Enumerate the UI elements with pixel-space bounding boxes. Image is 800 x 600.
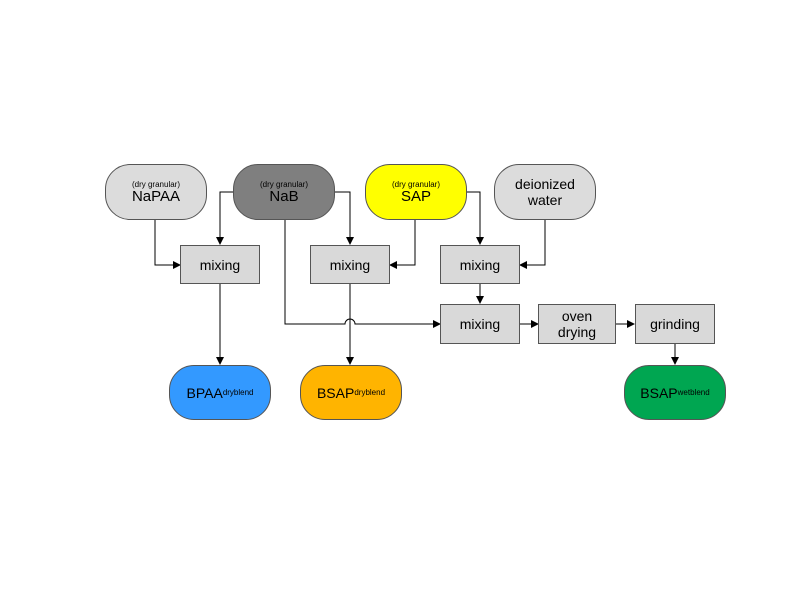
water-line1: deionized [515,176,575,192]
process-grinding: grinding [635,304,715,344]
process-mixing-2: mixing [310,245,390,284]
mixing-1-label: mixing [199,256,241,273]
arrow-sap-to-mixing3 [467,191,484,245]
bsap-wet-main: BSAP [640,384,678,401]
arrow-nab-to-mixing1 [216,191,233,245]
bsap-wet-sub: wetblend [677,388,710,397]
input-napaa: (dry granular) NaPAA [105,164,207,220]
oven-line1: oven [561,308,593,324]
process-mixing-1: mixing [180,245,260,284]
process-mixing-4: mixing [440,304,520,344]
bsap-dry-main: BSAP [316,384,355,401]
sap-label: SAP [400,187,431,205]
input-deionized-water: deionized water [494,164,596,220]
input-sap: (dry granular) SAP [365,164,467,220]
bpaa-main: BPAA [186,384,223,401]
oven-line2: drying [557,324,597,340]
water-line2: water [527,192,563,208]
bpaa-sub: dryblend [222,388,254,397]
mixing-2-label: mixing [329,256,371,273]
process-mixing-3: mixing [440,245,520,284]
sap-qualifier: (dry granular) [391,179,440,189]
nab-qualifier: (dry granular) [259,179,308,189]
input-nab: (dry granular) NaB [233,164,335,220]
arrow-water-to-mixing3 [519,220,546,269]
nab-label: NaB [269,187,299,205]
bsap-dry-sub: dryblend [354,388,386,397]
arrow-sap-to-mixing2 [389,220,416,269]
process-oven-drying: oven drying [538,304,616,344]
arrow-nab-to-mixing2 [335,191,354,245]
napaa-qualifier: (dry granular) [131,179,180,189]
napaa-label: NaPAA [131,187,181,205]
grinding-label: grinding [650,316,700,332]
mixing-3-label: mixing [459,256,501,273]
arrow-napaa-to-mixing1 [154,220,181,269]
mixing-4-label: mixing [459,316,501,332]
arrow-nab-to-mixing4 [284,220,441,328]
